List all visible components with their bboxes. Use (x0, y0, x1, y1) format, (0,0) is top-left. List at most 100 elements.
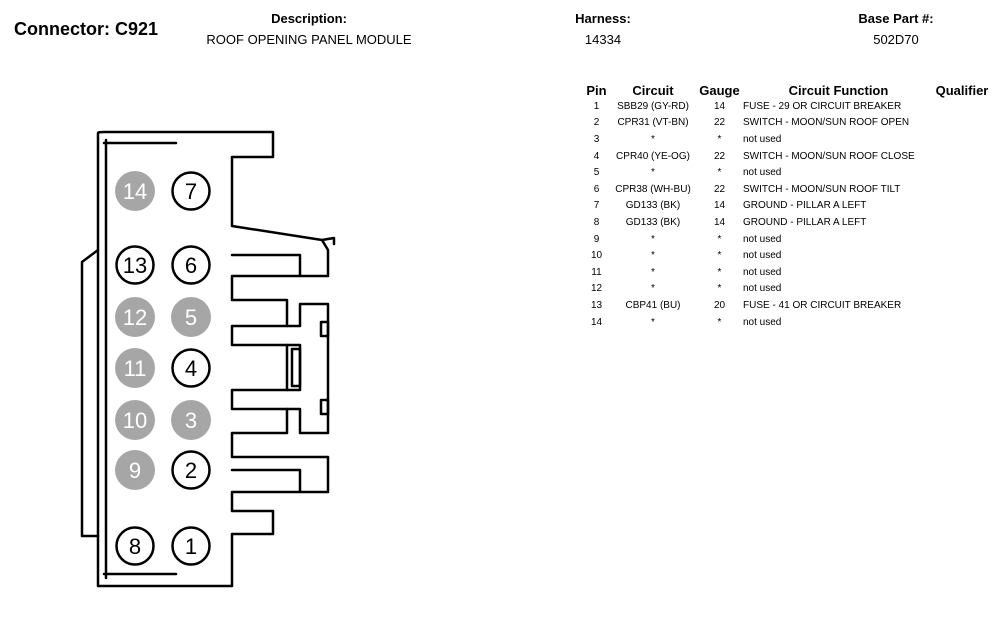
gauge-cell: * (717, 133, 722, 145)
qualifier-cell (934, 148, 990, 165)
pin-5: 5 (171, 297, 211, 337)
pin-13: 13 (115, 245, 155, 285)
circuit-cell: * (651, 233, 655, 245)
table-header-row: Pin Circuit Gauge Circuit Function Quali… (583, 83, 990, 98)
qualifier-cell (934, 231, 990, 248)
pin-cell: 8 (593, 216, 600, 228)
qualifier-cell (934, 314, 990, 331)
pin-2: 2 (171, 450, 211, 490)
pin-cell: 12 (590, 283, 603, 295)
pin-cell: 11 (591, 266, 602, 278)
gauge-cell: 22 (713, 183, 726, 195)
qualifier-cell (934, 264, 990, 281)
pin-cell: 6 (593, 183, 600, 195)
circuit-cell: SBB29 (GY-RD) (617, 100, 689, 112)
circuit-cell: * (651, 266, 655, 278)
circuit-cell: * (651, 250, 655, 262)
qualifier-cell (934, 198, 990, 215)
pin-number-label: 6 (185, 253, 197, 278)
pin-number-label: 7 (185, 179, 197, 204)
circuit-cell: * (651, 133, 655, 145)
circuit-function-cell: FUSE - 29 OR CIRCUIT BREAKER (743, 100, 902, 112)
table-row: 11 * * not used (583, 264, 990, 281)
gauge-cell: 20 (713, 299, 726, 311)
pin-number-label: 4 (185, 356, 197, 381)
circuit-function-cell: not used (743, 250, 782, 262)
description-value: ROOF OPENING PANEL MODULE (206, 32, 412, 47)
pin-cell: 5 (593, 167, 600, 179)
harness-value: 14334 (584, 32, 622, 47)
pin-number-label: 14 (123, 179, 147, 204)
pin-cell: 9 (593, 233, 600, 245)
pin-14: 14 (115, 171, 155, 211)
column-header-circuit: Circuit (632, 83, 674, 98)
pin-7: 7 (171, 171, 211, 211)
circuit-function-cell: GROUND - PILLAR A LEFT (743, 216, 867, 228)
circuit-cell: GD133 (BK) (625, 200, 681, 212)
pin-number-label: 8 (129, 534, 141, 559)
circuit-cell: CPR38 (WH-BU) (615, 183, 691, 195)
circuit-cell: GD133 (BK) (625, 216, 681, 228)
pin-circle-used (171, 245, 211, 285)
qualifier-cell (934, 281, 990, 298)
pin-10: 10 (115, 400, 155, 440)
pin-6: 6 (171, 245, 211, 285)
pin-cell: 7 (593, 200, 600, 212)
gauge-cell: 14 (713, 100, 726, 112)
column-header-pin: Pin (586, 83, 607, 98)
pin-circle-used (171, 171, 211, 211)
circuit-function-cell: SWITCH - MOON/SUN ROOF OPEN (743, 117, 910, 129)
gauge-cell: 14 (713, 200, 726, 212)
gauge-cell: 22 (713, 117, 726, 129)
circuit-cell: CPR40 (YE-OG) (616, 150, 690, 162)
gauge-cell: * (717, 167, 722, 179)
pin-number-label: 9 (129, 458, 141, 483)
column-header-gauge: Gauge (699, 83, 740, 98)
base-part-label: Base Part #: (858, 11, 934, 26)
table-row: 10 * * not used (583, 247, 990, 264)
pin-cell: 4 (593, 150, 600, 162)
description-label: Description: (271, 11, 347, 26)
pin-cell: 2 (593, 117, 600, 129)
pin-circle-unused (171, 400, 211, 440)
connector-housing-outline (80, 130, 336, 588)
table-row: 9**not used (583, 231, 990, 248)
pin-4: 4 (171, 348, 211, 388)
pin-3: 3 (171, 400, 211, 440)
gauge-cell: * (717, 283, 722, 295)
qualifier-cell (934, 214, 990, 231)
pin-cell: 10 (590, 250, 603, 262)
circuit-cell: CBP41 (BU) (625, 299, 681, 311)
gauge-cell: * (717, 266, 722, 278)
qualifier-cell (934, 98, 990, 115)
qualifier-cell (934, 181, 990, 198)
pin-number-label: 5 (185, 305, 197, 330)
circuit-cell: * (651, 316, 655, 328)
circuit-function-cell: FUSE - 41 OR CIRCUIT BREAKER (743, 299, 902, 311)
pin-circle-used (171, 348, 211, 388)
pin-circle-used (115, 526, 155, 566)
connector-title: Connector: C921 (14, 19, 159, 39)
pin-number-label: 3 (185, 408, 197, 433)
pin-circle-unused (115, 450, 155, 490)
pin-circle-used (171, 450, 211, 490)
pin-number-label: 12 (123, 305, 147, 330)
pin-circle-used (171, 526, 211, 566)
column-header-qualifier: Qualifier (935, 83, 989, 98)
pinout-table: Pin Circuit Gauge Circuit Function Quali… (583, 83, 990, 330)
table-row: 5**not used (583, 164, 990, 181)
circuit-function-cell: not used (743, 266, 782, 278)
pin-circle-used (115, 245, 155, 285)
gauge-cell: 22 (713, 150, 726, 162)
table-row: 12**not used (583, 281, 990, 298)
gauge-cell: * (717, 250, 722, 262)
qualifier-cell (934, 131, 990, 148)
